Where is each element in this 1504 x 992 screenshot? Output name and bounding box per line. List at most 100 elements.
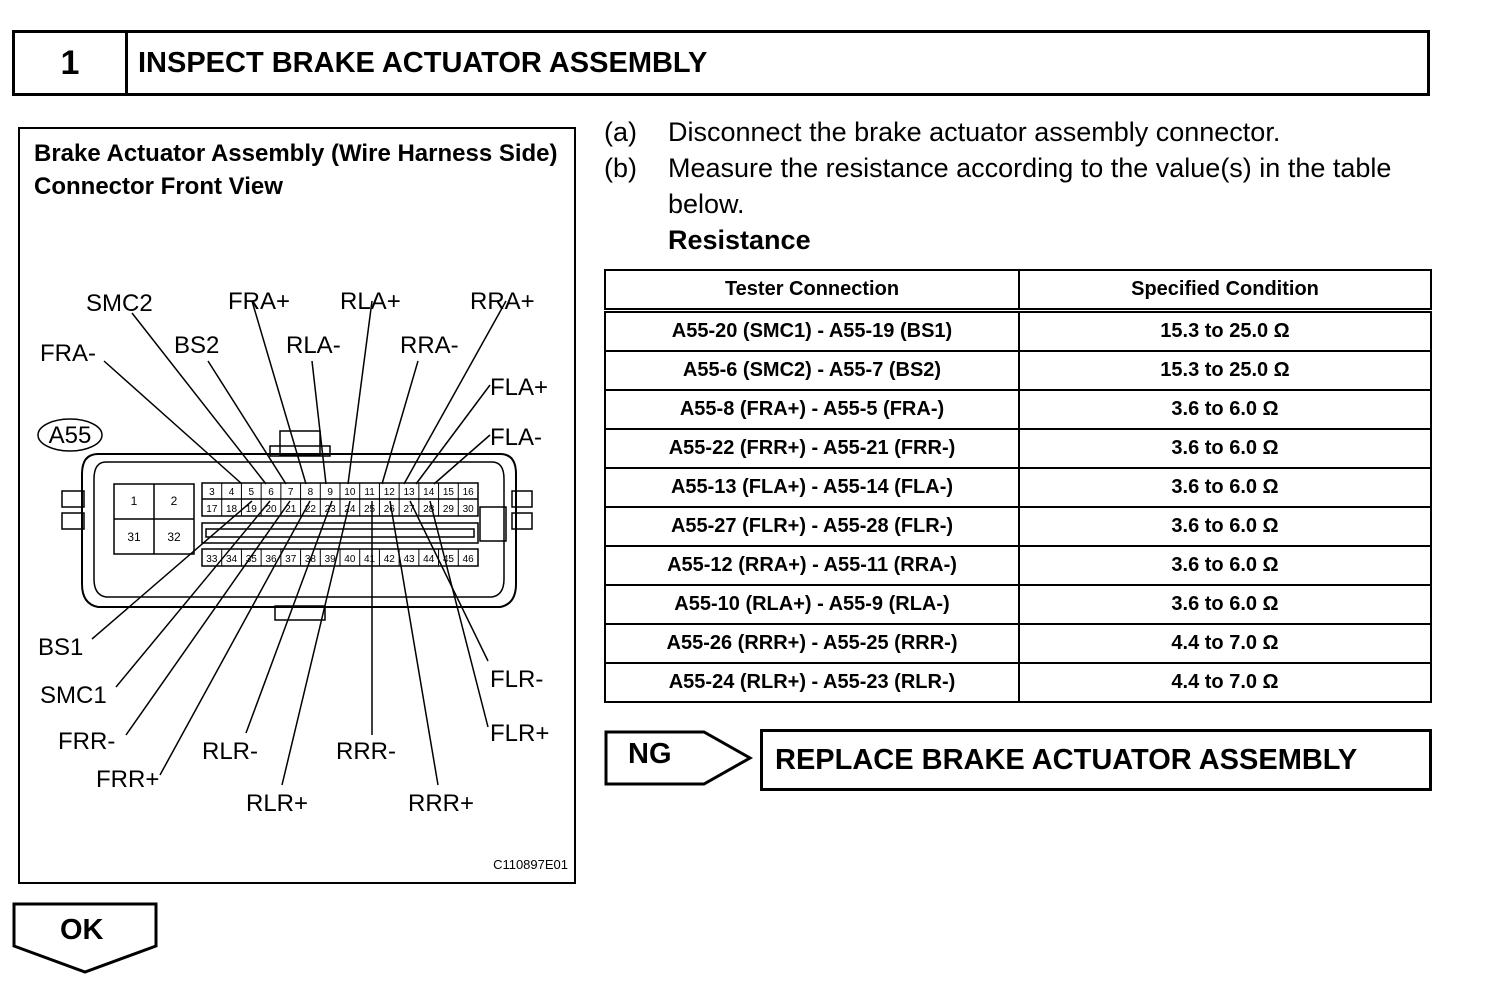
tester-connection: A55-22 (FRR+) - A55-21 (FRR-) — [604, 428, 1020, 469]
pin-20: 20 — [265, 504, 277, 515]
pin-18: 18 — [226, 504, 238, 515]
specified-condition: 3.6 to 6.0 Ω — [1018, 467, 1432, 508]
replace-action-box: REPLACE BRAKE ACTUATOR ASSEMBLY — [760, 729, 1432, 791]
label-fla-plus: FLA+ — [490, 374, 548, 401]
specified-condition: 15.3 to 25.0 Ω — [1018, 309, 1432, 352]
specified-condition: 3.6 to 6.0 Ω — [1018, 584, 1432, 625]
label-rla-minus: RLA- — [286, 332, 341, 359]
pin-42: 42 — [384, 554, 396, 565]
tester-connection: A55-20 (SMC1) - A55-19 (BS1) — [604, 309, 1020, 352]
column-header: Tester Connection — [604, 269, 1020, 313]
label-bs2: BS2 — [174, 332, 219, 359]
tester-connection: A55-10 (RLA+) - A55-9 (RLA-) — [604, 584, 1020, 625]
specified-condition: 3.6 to 6.0 Ω — [1018, 545, 1432, 586]
pin-10: 10 — [344, 487, 356, 498]
table-row: A55-24 (RLR+) - A55-23 (RLR-)4.4 to 7.0 … — [604, 662, 1432, 703]
specified-condition: 15.3 to 25.0 Ω — [1018, 350, 1432, 391]
pin-22: 22 — [305, 504, 317, 515]
pin-2: 2 — [171, 494, 178, 508]
pin-31: 31 — [127, 530, 141, 544]
tester-connection: A55-6 (SMC2) - A55-7 (BS2) — [604, 350, 1020, 391]
label-smc2: SMC2 — [86, 290, 153, 317]
pin-11: 11 — [364, 487, 375, 498]
step-title: INSPECT BRAKE ACTUATOR ASSEMBLY — [138, 46, 708, 79]
pin-39: 39 — [325, 554, 337, 565]
label-fra-minus: FRA- — [40, 340, 96, 367]
tester-connection: A55-24 (RLR+) - A55-23 (RLR-) — [604, 662, 1020, 703]
table-row: A55-12 (RRA+) - A55-11 (RRA-)3.6 to 6.0 … — [604, 545, 1432, 586]
label-bs1: BS1 — [38, 634, 83, 661]
instruction-a: (a) Disconnect the brake actuator assemb… — [604, 114, 1444, 150]
label-flr-minus: FLR- — [490, 666, 543, 693]
tester-connection: A55-12 (RRA+) - A55-11 (RRA-) — [604, 545, 1020, 586]
table-row: A55-22 (FRR+) - A55-21 (FRR-)3.6 to 6.0 … — [604, 428, 1432, 469]
pin-23: 23 — [325, 504, 337, 515]
resistance-title: Resistance — [668, 225, 811, 255]
tester-connection: A55-26 (RRR+) - A55-25 (RRR-) — [604, 623, 1020, 664]
label-rrr-plus: RRR+ — [408, 790, 474, 817]
table-row: A55-27 (FLR+) - A55-28 (FLR-)3.6 to 6.0 … — [604, 506, 1432, 547]
pin-37: 37 — [285, 554, 297, 565]
label-rra-plus: RRA+ — [470, 288, 535, 315]
instruction-letter: (b) — [604, 153, 637, 183]
instruction-text: Disconnect the brake actuator assembly c… — [668, 117, 1281, 147]
pin-19: 19 — [246, 504, 258, 515]
pin-28: 28 — [423, 504, 435, 515]
instruction-text: Measure the resistance according to the … — [668, 153, 1392, 219]
pin-3: 3 — [209, 487, 215, 498]
figure-code: C110897E01 — [493, 857, 568, 872]
label-rra-minus: RRA- — [400, 332, 459, 359]
specified-condition: 4.4 to 7.0 Ω — [1018, 662, 1432, 703]
ng-label: NG — [628, 738, 672, 770]
pin-5: 5 — [249, 487, 255, 498]
pin-17: 17 — [206, 504, 218, 515]
label-smc1: SMC1 — [40, 682, 107, 709]
ok-label: OK — [60, 914, 104, 946]
pin-35: 35 — [246, 554, 258, 565]
pin-33: 33 — [206, 554, 218, 565]
pin-27: 27 — [403, 504, 415, 515]
pin-40: 40 — [344, 554, 356, 565]
table-row: A55-13 (FLA+) - A55-14 (FLA-)3.6 to 6.0 … — [604, 467, 1432, 508]
specified-condition: 3.6 to 6.0 Ω — [1018, 506, 1432, 547]
pin-12: 12 — [384, 487, 396, 498]
table-row: A55-8 (FRA+) - A55-5 (FRA-)3.6 to 6.0 Ω — [604, 389, 1432, 430]
tester-connection: A55-8 (FRA+) - A55-5 (FRA-) — [604, 389, 1020, 430]
pin-29: 29 — [443, 504, 455, 515]
step-header: 1 INSPECT BRAKE ACTUATOR ASSEMBLY — [12, 30, 1430, 96]
pin-8: 8 — [308, 487, 314, 498]
pin-25: 25 — [364, 504, 376, 515]
pin-41: 41 — [364, 554, 376, 565]
tester-connection: A55-13 (FLA+) - A55-14 (FLA-) — [604, 467, 1020, 508]
table-row: A55-10 (RLA+) - A55-9 (RLA-)3.6 to 6.0 Ω — [604, 584, 1432, 625]
instruction-letter: (a) — [604, 117, 637, 147]
pin-44: 44 — [423, 554, 435, 565]
column-header: Specified Condition — [1018, 269, 1432, 313]
pin-21: 21 — [285, 504, 297, 515]
specified-condition: 3.6 to 6.0 Ω — [1018, 389, 1432, 430]
instructions: (a) Disconnect the brake actuator assemb… — [604, 114, 1444, 258]
pin-14: 14 — [423, 487, 435, 498]
ng-arrow-icon — [604, 730, 754, 786]
pin-4: 4 — [229, 487, 235, 498]
label-frr-minus: FRR- — [58, 728, 115, 755]
label-fra-plus: FRA+ — [228, 288, 290, 315]
pin-36: 36 — [265, 554, 277, 565]
specified-condition: 4.4 to 7.0 Ω — [1018, 623, 1432, 664]
resistance-table: Tester Connection Specified Condition A5… — [604, 269, 1432, 703]
connector-id: A55 — [49, 422, 92, 449]
pin-1: 1 — [131, 494, 138, 508]
table-row: A55-20 (SMC1) - A55-19 (BS1)15.3 to 25.0… — [604, 309, 1432, 352]
pin-26: 26 — [384, 504, 396, 515]
label-rrr-minus: RRR- — [336, 738, 396, 765]
table-row: A55-6 (SMC2) - A55-7 (BS2)15.3 to 25.0 Ω — [604, 350, 1432, 391]
table-row: A55-26 (RRR+) - A55-25 (RRR-)4.4 to 7.0 … — [604, 623, 1432, 664]
pin-16: 16 — [463, 487, 475, 498]
pin-32: 32 — [167, 530, 181, 544]
pin-34: 34 — [226, 554, 238, 565]
label-rlr-plus: RLR+ — [246, 790, 308, 817]
ok-arrow-icon — [12, 902, 158, 974]
step-number: 1 — [15, 33, 128, 93]
label-rla-plus: RLA+ — [340, 288, 401, 315]
figure-title: Brake Actuator Assembly (Wire Harness Si… — [34, 140, 558, 200]
